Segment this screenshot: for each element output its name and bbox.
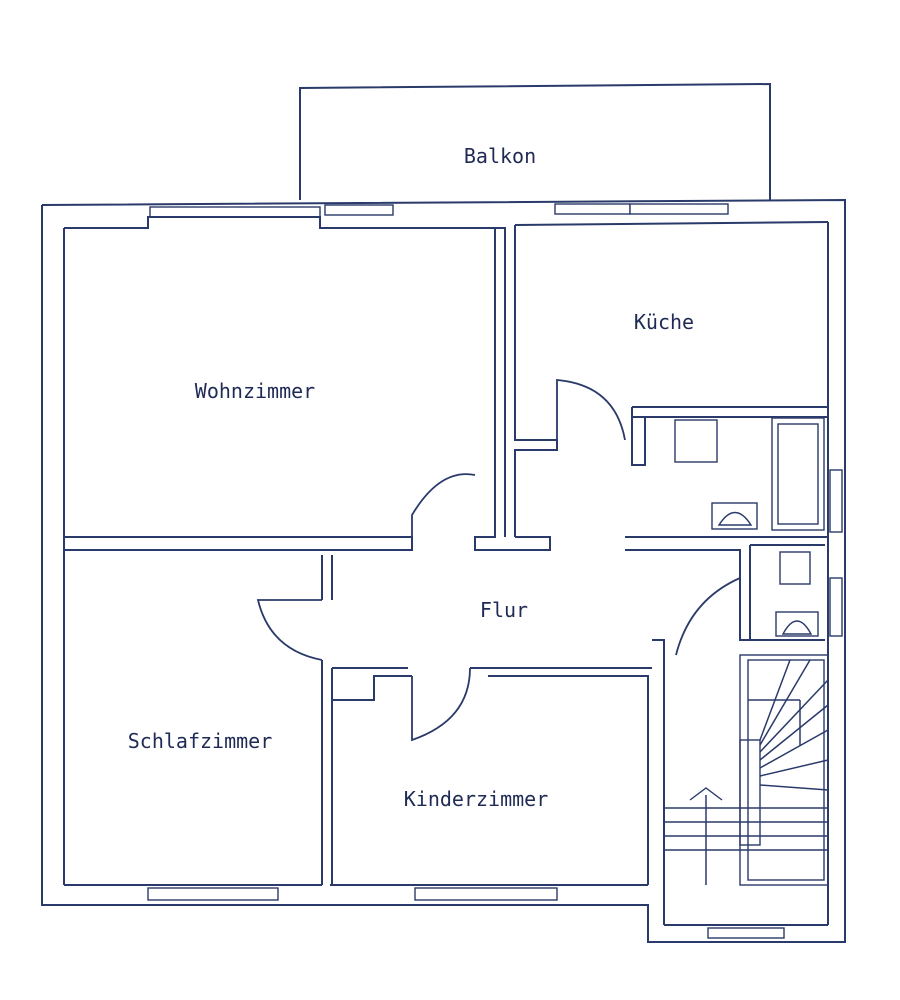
door-schlafzimmer [256, 599, 323, 661]
door-kinderzimmer [411, 667, 471, 742]
label-kinderzimmer: Kinderzimmer [404, 787, 549, 811]
toilet-icon [711, 502, 758, 530]
label-schlafzimmer: Schlafzimmer [128, 729, 273, 753]
room-labels: Balkon Küche Wohnzimmer Flur Schlafzimme… [128, 144, 694, 811]
balcony [299, 82, 771, 200]
kueche-walls [514, 221, 829, 537]
bathroom [625, 407, 828, 641]
bathtub-icon [771, 417, 825, 531]
staircase [664, 654, 829, 886]
doors [256, 379, 741, 742]
stair-arrow-icon [689, 787, 723, 801]
door-kueche [556, 379, 626, 445]
windows [147, 203, 843, 939]
label-kueche: Küche [634, 310, 694, 334]
flur-walls [321, 555, 665, 925]
wc-toilet-icon [775, 611, 819, 637]
outer-walls [41, 198, 846, 943]
label-flur: Flur [480, 598, 528, 622]
sink-icon [674, 419, 718, 463]
door-wc [675, 577, 741, 656]
label-wohnzimmer: Wohnzimmer [195, 379, 315, 403]
label-balkon: Balkon [464, 144, 536, 168]
door-wohnzimmer [411, 473, 476, 548]
wc-sink-icon [779, 551, 811, 585]
